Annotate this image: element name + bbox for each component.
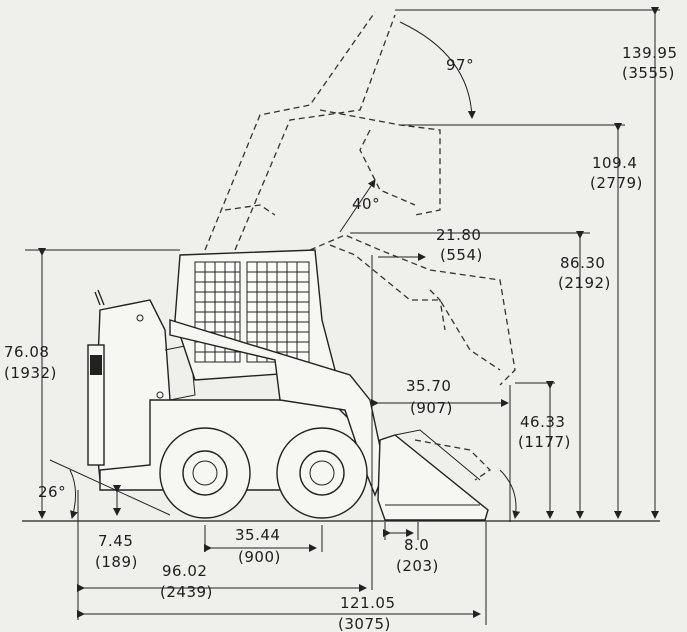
label-max-pin-height: 139.95 bbox=[622, 44, 678, 62]
label-bucket-lip-metric: (203) bbox=[396, 557, 439, 575]
label-max-pin-height-metric: (3555) bbox=[622, 64, 675, 82]
label-pin-height-raised-metric: (2779) bbox=[590, 174, 643, 192]
label-dump-height-pin-metric: (2192) bbox=[558, 274, 611, 292]
label-reach-at-height-metric: (554) bbox=[440, 246, 483, 264]
dimension-lines bbox=[25, 7, 660, 625]
dimension-labels: 139.95 (3555) 109.4 (2779) 86.30 (2192) … bbox=[4, 44, 678, 632]
label-pin-height-raised: 109.4 bbox=[592, 154, 637, 172]
label-length-without-bucket-metric: (2439) bbox=[160, 583, 213, 601]
label-rollback-angle: 97° bbox=[446, 56, 474, 74]
label-wheelbase: 35.44 bbox=[235, 526, 280, 544]
rear-wheel bbox=[159, 427, 251, 519]
cab-grille bbox=[194, 261, 310, 363]
raised-arm-dashed bbox=[204, 11, 516, 481]
label-ground-clearance-metric: (189) bbox=[95, 553, 138, 571]
label-length-without-bucket: 96.02 bbox=[162, 562, 207, 580]
label-dump-height: 46.33 bbox=[520, 413, 565, 431]
label-dump-angle: 40° bbox=[352, 195, 380, 213]
label-reach-at-height: 21.80 bbox=[436, 226, 481, 244]
label-dump-height-pin: 86.30 bbox=[560, 254, 605, 272]
label-reach-at-dump: 35.70 bbox=[406, 377, 451, 395]
label-bucket-lip: 8.0 bbox=[404, 536, 429, 554]
machine-body bbox=[87, 249, 489, 521]
label-departure-angle: 26° bbox=[38, 483, 66, 501]
label-ground-clearance: 7.45 bbox=[98, 532, 133, 550]
label-overall-height: 76.08 bbox=[4, 343, 49, 361]
bucket-lowered bbox=[377, 429, 489, 521]
label-reach-at-dump-metric: (907) bbox=[410, 399, 453, 417]
label-overall-length-metric: (3075) bbox=[338, 615, 391, 632]
label-wheelbase-metric: (900) bbox=[238, 548, 281, 566]
front-wheel bbox=[276, 427, 368, 519]
label-dump-height-metric: (1177) bbox=[518, 433, 571, 451]
label-overall-height-metric: (1932) bbox=[4, 364, 57, 382]
label-overall-length: 121.05 bbox=[340, 594, 396, 612]
